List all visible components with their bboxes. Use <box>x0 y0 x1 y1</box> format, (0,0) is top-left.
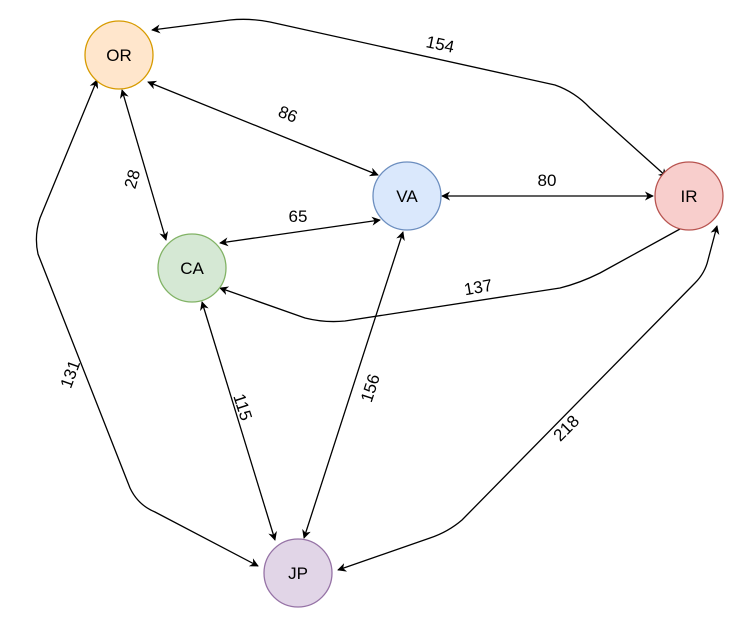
node-jp-circle <box>263 538 333 608</box>
edge-label-ir-jp: 218 <box>550 412 583 445</box>
edge-label-or-ir: 154 <box>424 32 456 56</box>
edge-label-va-jp: 156 <box>357 372 384 405</box>
edge-ca-jp[interactable] <box>200 301 277 541</box>
edge-va-jp[interactable] <box>302 231 405 539</box>
node-jp-label: JP <box>288 564 308 583</box>
node-ir-label: IR <box>681 187 698 206</box>
edge-label-ca-jp: 115 <box>229 391 255 423</box>
node-va-circle <box>372 161 442 231</box>
node-va-label: VA <box>396 187 418 206</box>
node-ca-label: CA <box>180 259 204 278</box>
node-ir[interactable]: IR <box>654 161 724 231</box>
edges-layer <box>35 18 720 572</box>
node-ca-circle <box>157 233 227 303</box>
node-ca[interactable]: CA <box>157 233 227 303</box>
edge-label-or-ca: 28 <box>121 167 144 190</box>
edge-label-ca-ir: 137 <box>462 276 493 300</box>
edge-or-ir[interactable] <box>151 18 668 178</box>
node-or-label: OR <box>106 46 132 65</box>
edge-ca-ir[interactable] <box>219 217 701 323</box>
node-or[interactable]: OR <box>84 20 154 90</box>
edge-labels-layer: 154 86 28 80 65 137 131 115 156 218 <box>57 32 583 445</box>
edge-or-jp[interactable] <box>35 79 259 567</box>
edge-or-ca[interactable] <box>119 89 169 241</box>
edge-label-ca-va: 65 <box>289 207 308 226</box>
node-va[interactable]: VA <box>372 161 442 231</box>
node-ir-circle <box>654 161 724 231</box>
edge-or-va[interactable] <box>147 80 379 177</box>
nodes-layer: OR VA IR CA JP <box>84 20 724 608</box>
edge-label-or-va: 86 <box>275 102 300 127</box>
edge-ir-jp[interactable] <box>337 225 720 572</box>
node-or-circle <box>84 20 154 90</box>
edge-label-va-ir: 80 <box>538 171 557 190</box>
node-jp[interactable]: JP <box>263 538 333 608</box>
